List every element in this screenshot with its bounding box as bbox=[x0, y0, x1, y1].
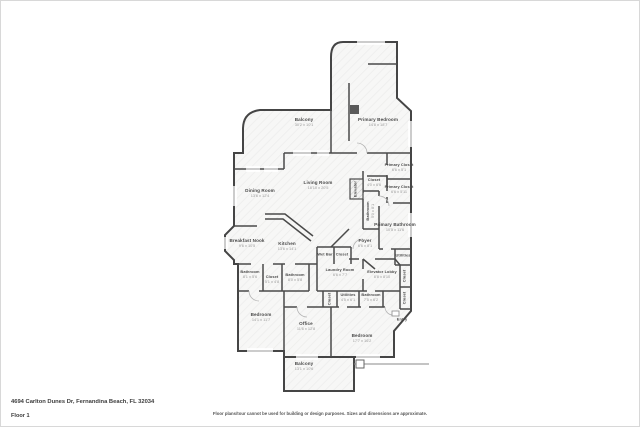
terrace-railing bbox=[354, 359, 429, 369]
property-address: 4694 Carlton Dunes Dr, Fernandina Beach,… bbox=[11, 399, 155, 405]
entry-stoop bbox=[391, 310, 400, 317]
floor-outline bbox=[224, 41, 412, 392]
door-arcs bbox=[248, 142, 394, 318]
interior-walls bbox=[234, 63, 411, 357]
bottom-balcony-outline bbox=[283, 356, 355, 392]
disclaimer-text: Floor plans/tour cannot be used for buil… bbox=[212, 411, 428, 416]
floor-label: Floor 1 bbox=[11, 413, 30, 419]
windows bbox=[222, 39, 414, 360]
fireplace-block bbox=[350, 105, 359, 114]
elevator-shaft bbox=[349, 178, 364, 200]
